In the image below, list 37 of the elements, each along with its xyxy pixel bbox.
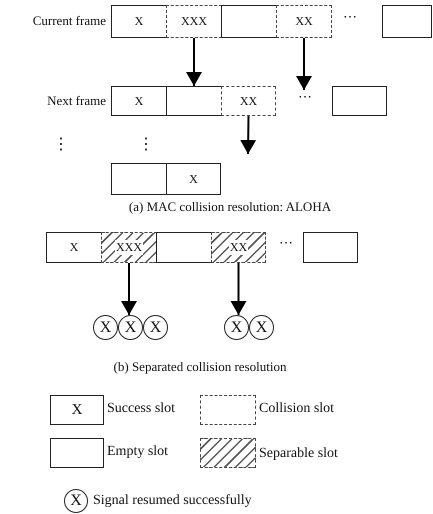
arrow bbox=[240, 116, 256, 154]
separable-slot: XXX bbox=[101, 232, 157, 263]
arrow bbox=[230, 263, 246, 315]
legend-label: Success slot bbox=[107, 401, 176, 418]
ellipsis: ⋯ bbox=[279, 236, 293, 253]
success-slot: X bbox=[111, 86, 167, 116]
signal-circle: X bbox=[93, 315, 118, 340]
separable-slot: XX bbox=[211, 232, 266, 263]
ellipsis: ⋯ bbox=[343, 10, 357, 27]
signal-circle: X bbox=[118, 315, 143, 340]
arrow bbox=[121, 263, 137, 315]
signal-circle: X bbox=[224, 315, 249, 340]
empty-slot bbox=[303, 232, 358, 263]
legend-label: Collision slot bbox=[259, 401, 334, 418]
slot-symbol: X bbox=[70, 492, 82, 510]
arrow bbox=[186, 38, 202, 86]
slot-symbol: X bbox=[72, 402, 82, 418]
vertical-ellipsis: ⋮ bbox=[53, 135, 69, 154]
arrow bbox=[296, 38, 312, 90]
legend-label: Empty slot bbox=[107, 444, 168, 461]
empty-slot bbox=[382, 5, 432, 38]
collision-slot: XX bbox=[276, 5, 332, 38]
caption: (b) Separated collision resolution bbox=[112, 359, 288, 375]
signal-circle: X bbox=[143, 315, 168, 340]
caption: (a) MAC collision resolution: ALOHA bbox=[128, 199, 332, 215]
success-slot: X bbox=[166, 163, 221, 195]
row-label: Next frame bbox=[46, 93, 106, 109]
empty-slot bbox=[332, 86, 387, 116]
legend-label: Separable slot bbox=[259, 446, 338, 463]
collision-slot: XX bbox=[221, 86, 276, 116]
collision-slot: XXX bbox=[166, 5, 222, 38]
success-slot: X bbox=[46, 232, 102, 263]
success-slot: X bbox=[111, 5, 167, 38]
legend-label: Signal resumed successfully bbox=[93, 493, 252, 510]
row-label: Current frame bbox=[32, 13, 106, 29]
vertical-ellipsis: ⋮ bbox=[138, 135, 154, 154]
signal-circle: X bbox=[249, 315, 274, 340]
